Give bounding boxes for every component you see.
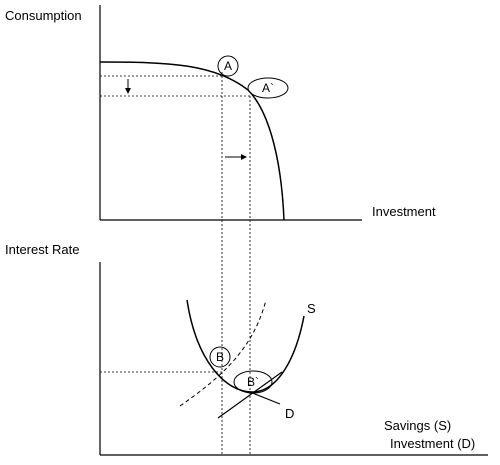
point-a-prime-circle xyxy=(247,77,289,99)
point-b-prime-label: B` xyxy=(247,375,259,389)
shifted-demand-curve xyxy=(179,299,267,407)
point-a-label: A xyxy=(224,59,232,73)
point-b-label: B xyxy=(216,350,224,364)
investment-demand-axis-label: Investment (D) xyxy=(390,436,475,451)
investment-axis-label: Investment xyxy=(372,204,436,219)
point-a-circle xyxy=(217,55,239,77)
consumption-axis-label: Consumption xyxy=(5,8,82,23)
point-b-prime-circle xyxy=(233,370,273,394)
savings-curve-label: S xyxy=(307,301,316,316)
demand-curve-label: D xyxy=(285,406,294,421)
savings-axis-label: Savings (S) xyxy=(384,418,451,433)
interest-rate-axis-label: Interest Rate xyxy=(5,242,79,257)
point-b-circle xyxy=(209,346,231,368)
savings-curve xyxy=(186,299,305,393)
demand-line-lower xyxy=(249,391,281,405)
point-a-prime-label: A` xyxy=(262,81,274,95)
